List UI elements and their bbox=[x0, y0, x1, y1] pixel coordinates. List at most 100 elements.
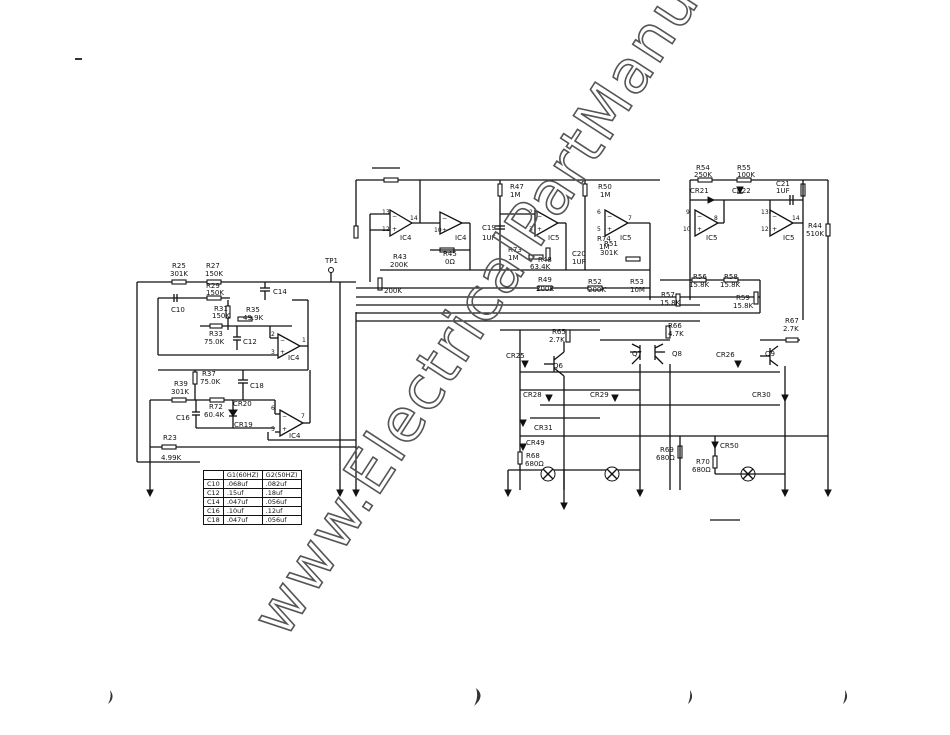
r59-label: R59 bbox=[736, 294, 750, 302]
table-row: C18 .047uf .056uf bbox=[203, 515, 302, 525]
r66-value: 4.7K bbox=[668, 330, 684, 338]
r56-label: R56 bbox=[693, 273, 707, 281]
table-header: G1(60HZ) bbox=[222, 470, 263, 480]
pin-14b: 14 bbox=[792, 215, 800, 222]
r52-value: 200K bbox=[588, 286, 606, 294]
table-cell: C18 bbox=[203, 515, 224, 525]
right-logic-section: − + 13 12 14 IC4 − + 10 IC4 R43 200K R45… bbox=[353, 164, 832, 521]
q7-label: Q7 bbox=[632, 350, 642, 358]
r25-label: R25 bbox=[172, 262, 186, 270]
cr26-label: CR26 bbox=[716, 351, 735, 359]
svg-text:+: + bbox=[607, 226, 612, 233]
c20-value: 1UF bbox=[572, 258, 586, 266]
pin-1: 1 bbox=[302, 337, 306, 344]
r33-label: R33 bbox=[209, 330, 223, 338]
page-mark bbox=[474, 688, 481, 706]
svg-text:−: − bbox=[697, 213, 702, 220]
r58-label: R58 bbox=[724, 273, 738, 281]
r54-label: R54 bbox=[696, 164, 710, 172]
ic4-label-a: IC4 bbox=[288, 354, 300, 362]
r70-label: R70 bbox=[696, 458, 710, 466]
q9-label: Q9 bbox=[765, 350, 775, 358]
table-cell: .056uf bbox=[261, 515, 302, 525]
r73-label: R73 bbox=[508, 246, 522, 254]
table-cell: .18uf bbox=[261, 488, 302, 498]
svg-text:−: − bbox=[282, 413, 287, 420]
pin-13b: 13 bbox=[761, 209, 769, 216]
r57-value: 15.8K bbox=[660, 299, 681, 307]
r31-label: R31 bbox=[214, 305, 228, 313]
pin-2c: 2 bbox=[529, 209, 533, 216]
r43-label: R43 bbox=[393, 253, 407, 261]
r27-value: 150K bbox=[205, 270, 223, 278]
r200-value: 200K bbox=[384, 287, 402, 295]
r57-label: R57 bbox=[661, 291, 675, 299]
r54-value: 250K bbox=[694, 171, 712, 179]
svg-text:+: + bbox=[772, 226, 777, 233]
r67-value: 2.7K bbox=[783, 325, 799, 333]
r65-label: R65 bbox=[552, 328, 566, 336]
cr31-label: CR31 bbox=[534, 424, 553, 432]
ic4-label-c: IC4 bbox=[455, 234, 467, 242]
ic4-label-d: IC4 bbox=[289, 432, 301, 440]
table-header: G2(50HZ) bbox=[261, 470, 302, 480]
pin-8: 8 bbox=[714, 215, 718, 222]
r52-label: R52 bbox=[588, 278, 602, 286]
table-row: C12 .15uf .18uf bbox=[203, 488, 302, 498]
table-cell: .15uf bbox=[222, 488, 263, 498]
svg-text:+: + bbox=[392, 226, 397, 233]
pin-9: 9 bbox=[686, 209, 690, 216]
r53-value: 10M bbox=[630, 286, 645, 294]
pin-10b: 10 bbox=[683, 226, 691, 233]
r23-value: 4.99K bbox=[161, 454, 182, 462]
q6-label: Q6 bbox=[553, 362, 564, 370]
pin-10a: 10 bbox=[434, 227, 442, 234]
table-cell: .12uf bbox=[261, 506, 302, 516]
table-cell: C12 bbox=[203, 488, 224, 498]
r74-value: 1M bbox=[599, 243, 610, 251]
r27-label: R27 bbox=[206, 262, 220, 270]
r67-label: R67 bbox=[785, 317, 799, 325]
pin-3: 3 bbox=[271, 349, 275, 356]
pin-2: 2 bbox=[271, 331, 275, 338]
r48-label: R48 bbox=[538, 256, 552, 264]
pin-5c: 5 bbox=[597, 226, 601, 233]
svg-text:+: + bbox=[442, 227, 447, 234]
watermark: www.ElectricalPartManuals.com bbox=[239, 0, 848, 648]
c19-value: 1UF bbox=[482, 234, 496, 242]
table-cell: .10uf bbox=[222, 506, 263, 516]
c19-label: C19 bbox=[482, 224, 496, 232]
r53-label: R53 bbox=[630, 278, 644, 286]
r55-value: 100K bbox=[737, 171, 755, 179]
r37-value: 75.0K bbox=[200, 378, 221, 386]
r59-value: 15.8K bbox=[733, 302, 754, 310]
table-header-row: G1(60HZ) G2(50HZ) bbox=[203, 470, 302, 480]
svg-text:+: + bbox=[280, 349, 285, 356]
r55-label: R55 bbox=[737, 164, 751, 172]
r35-value: 49.9K bbox=[243, 314, 264, 322]
svg-text:+: + bbox=[282, 426, 287, 433]
c21-label: C21 bbox=[776, 180, 790, 188]
c14-label: C14 bbox=[273, 288, 287, 296]
table-cell: .056uf bbox=[261, 497, 302, 507]
r37-label: R37 bbox=[202, 370, 216, 378]
r50-label: R50 bbox=[598, 183, 612, 191]
pin-6c: 6 bbox=[597, 209, 601, 216]
r65-value: 2.7K bbox=[549, 336, 565, 344]
svg-text:−: − bbox=[280, 337, 285, 344]
r51-value: 301K bbox=[600, 249, 618, 257]
r51-label: R51 bbox=[604, 240, 618, 248]
c10-label: C10 bbox=[171, 306, 185, 314]
table-cell: .047uf bbox=[222, 497, 263, 507]
c18-label: C18 bbox=[250, 382, 264, 390]
pin-3c: 3 bbox=[529, 226, 533, 233]
r29-label: R29 bbox=[206, 282, 220, 290]
r72-value: 60.4K bbox=[204, 411, 225, 419]
table-cell: C16 bbox=[203, 506, 224, 516]
svg-text:+: + bbox=[697, 226, 702, 233]
table-cell: .068uf bbox=[222, 479, 263, 489]
left-filter-section: TP1 R25 301K R27 150K C14 C10 R29 150K R… bbox=[136, 257, 360, 498]
cr22-label: CR22 bbox=[732, 187, 751, 195]
pin-13a: 13 bbox=[382, 209, 390, 216]
c20-label: C20 bbox=[572, 250, 586, 258]
